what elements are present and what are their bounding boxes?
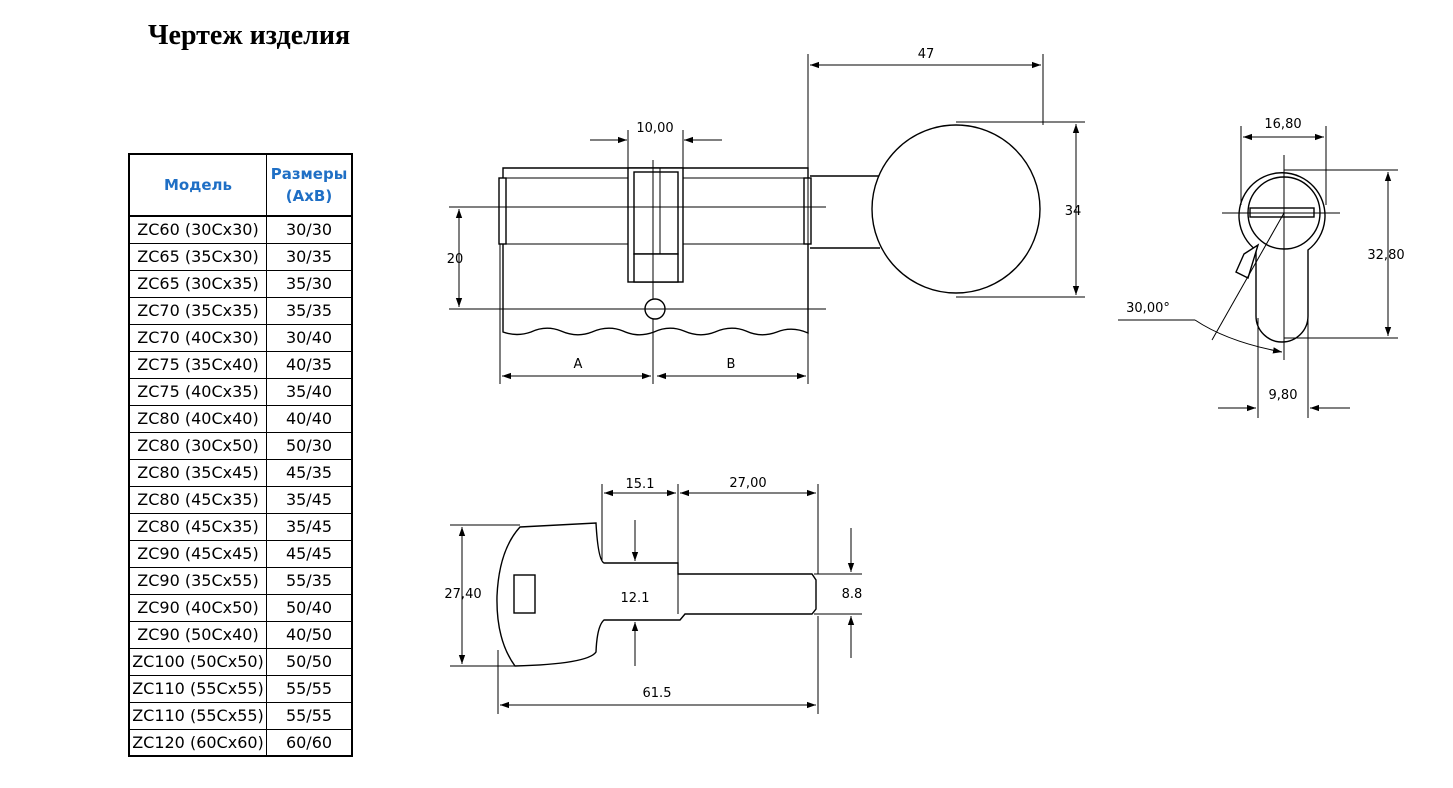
knob [871, 124, 1041, 294]
cell-model: ZC70 (35Cx35) [128, 296, 267, 325]
table-row: ZC65 (30Cx35)35/30 [128, 269, 353, 298]
cell-size: 30/35 [266, 242, 353, 271]
cell-size: 35/35 [266, 296, 353, 325]
table-row: ZC110 (55Cx55)55/55 [128, 701, 353, 730]
cell-size: 50/40 [266, 593, 353, 622]
table-row: ZC60 (30Cx30)30/30 [128, 215, 353, 244]
cell-model: ZC80 (45Cx35) [128, 512, 267, 541]
cell-model: ZC90 (40Cx50) [128, 593, 267, 622]
cylinder-body [502, 167, 809, 336]
cell-model: ZC90 (35Cx55) [128, 566, 267, 595]
table-row: ZC80 (30Cx50)50/30 [128, 431, 353, 460]
table-row: ZC80 (40Cx40)40/40 [128, 404, 353, 433]
dim-width-16-80: 16,80 [1264, 117, 1301, 132]
cell-size: 30/40 [266, 323, 353, 352]
dim-cam-10: 10,00 [636, 121, 673, 136]
cell-model: ZC70 (40Cx30) [128, 323, 267, 352]
cell-model: ZC80 (30Cx50) [128, 431, 267, 460]
cell-size: 35/30 [266, 269, 353, 298]
table-row: ZC70 (35Cx35)35/35 [128, 296, 353, 325]
cell-model: ZC110 (55Cx55) [128, 701, 267, 730]
cell-size: 35/45 [266, 512, 353, 541]
table-row: ZC70 (40Cx30)30/40 [128, 323, 353, 352]
cell-size: 50/30 [266, 431, 353, 460]
table-row: ZC90 (45Cx45)45/45 [128, 539, 353, 568]
header-size-line1: Размеры [270, 165, 348, 183]
left-collar [498, 177, 507, 245]
dim-height-20: 20 [447, 252, 464, 267]
table-row: ZC80 (45Cx35)35/45 [128, 512, 353, 541]
cell-size: 35/45 [266, 485, 353, 514]
cell-model: ZC75 (35Cx40) [128, 350, 267, 379]
table-row: ZC110 (55Cx55)55/55 [128, 674, 353, 703]
table-row: ZC80 (35Cx45)45/35 [128, 458, 353, 487]
dim-key-neck: 12.1 [621, 591, 650, 606]
key-hole [513, 574, 536, 614]
key-outline [496, 522, 817, 667]
table-row: ZC90 (35Cx55)55/35 [128, 566, 353, 595]
table-header-row: Модель Размеры (AxB) [128, 153, 353, 217]
cell-model: ZC120 (60Cx60) [128, 728, 267, 757]
cell-size: 55/55 [266, 674, 353, 703]
cell-model: ZC80 (45Cx35) [128, 485, 267, 514]
cell-model: ZC65 (30Cx35) [128, 269, 267, 298]
end-view: 16,80 32,80 9,80 30,00° [1118, 117, 1405, 418]
dim-knob-34: 34 [1065, 204, 1082, 219]
header-size: Размеры (AxB) [266, 153, 353, 217]
cell-size: 45/45 [266, 539, 353, 568]
dim-key-blade-height: 8.8 [842, 587, 863, 602]
dim-overall-47: 47 [918, 47, 935, 62]
table-row: ZC120 (60Cx60)60/60 [128, 728, 353, 757]
table-row: ZC75 (35Cx40)40/35 [128, 350, 353, 379]
table-row: ZC80 (45Cx35)35/45 [128, 485, 353, 514]
dim-key-head: 27,40 [444, 587, 481, 602]
key-view: 15.1 27,00 27,40 12.1 8.8 61.5 [444, 476, 862, 714]
header-model: Модель [128, 153, 267, 217]
page-title: Чертеж изделия [148, 20, 351, 51]
cell-model: ZC110 (55Cx55) [128, 674, 267, 703]
cell-size: 35/40 [266, 377, 353, 406]
cell-size: 30/30 [266, 215, 353, 244]
cell-model: ZC90 (45Cx45) [128, 539, 267, 568]
dim-key-overall: 61.5 [643, 686, 672, 701]
dim-height-32-80: 32,80 [1367, 248, 1404, 263]
table-row: ZC90 (40Cx50)50/40 [128, 593, 353, 622]
cell-size: 40/35 [266, 350, 353, 379]
cell-size: 55/35 [266, 566, 353, 595]
table-row: ZC65 (35Cx30)30/35 [128, 242, 353, 271]
dim-part-a: A [574, 357, 583, 372]
side-view: 47 10,00 20 34 A B [447, 47, 1085, 384]
cell-model: ZC75 (40Cx35) [128, 377, 267, 406]
cell-model: ZC60 (30Cx30) [128, 215, 267, 244]
header-size-line2: (AxB) [285, 187, 333, 205]
dim-part-b: B [727, 357, 736, 372]
cell-size: 60/60 [266, 728, 353, 757]
dim-key-shoulder: 15.1 [626, 477, 655, 492]
dim-angle-30: 30,00° [1126, 301, 1170, 316]
cell-model: ZC100 (50Cx50) [128, 647, 267, 676]
table-row: ZC75 (40Cx35)35/40 [128, 377, 353, 406]
dim-bottom-9-80: 9,80 [1269, 388, 1298, 403]
cell-model: ZC65 (35Cx30) [128, 242, 267, 271]
dim-key-blade: 27,00 [729, 476, 766, 491]
